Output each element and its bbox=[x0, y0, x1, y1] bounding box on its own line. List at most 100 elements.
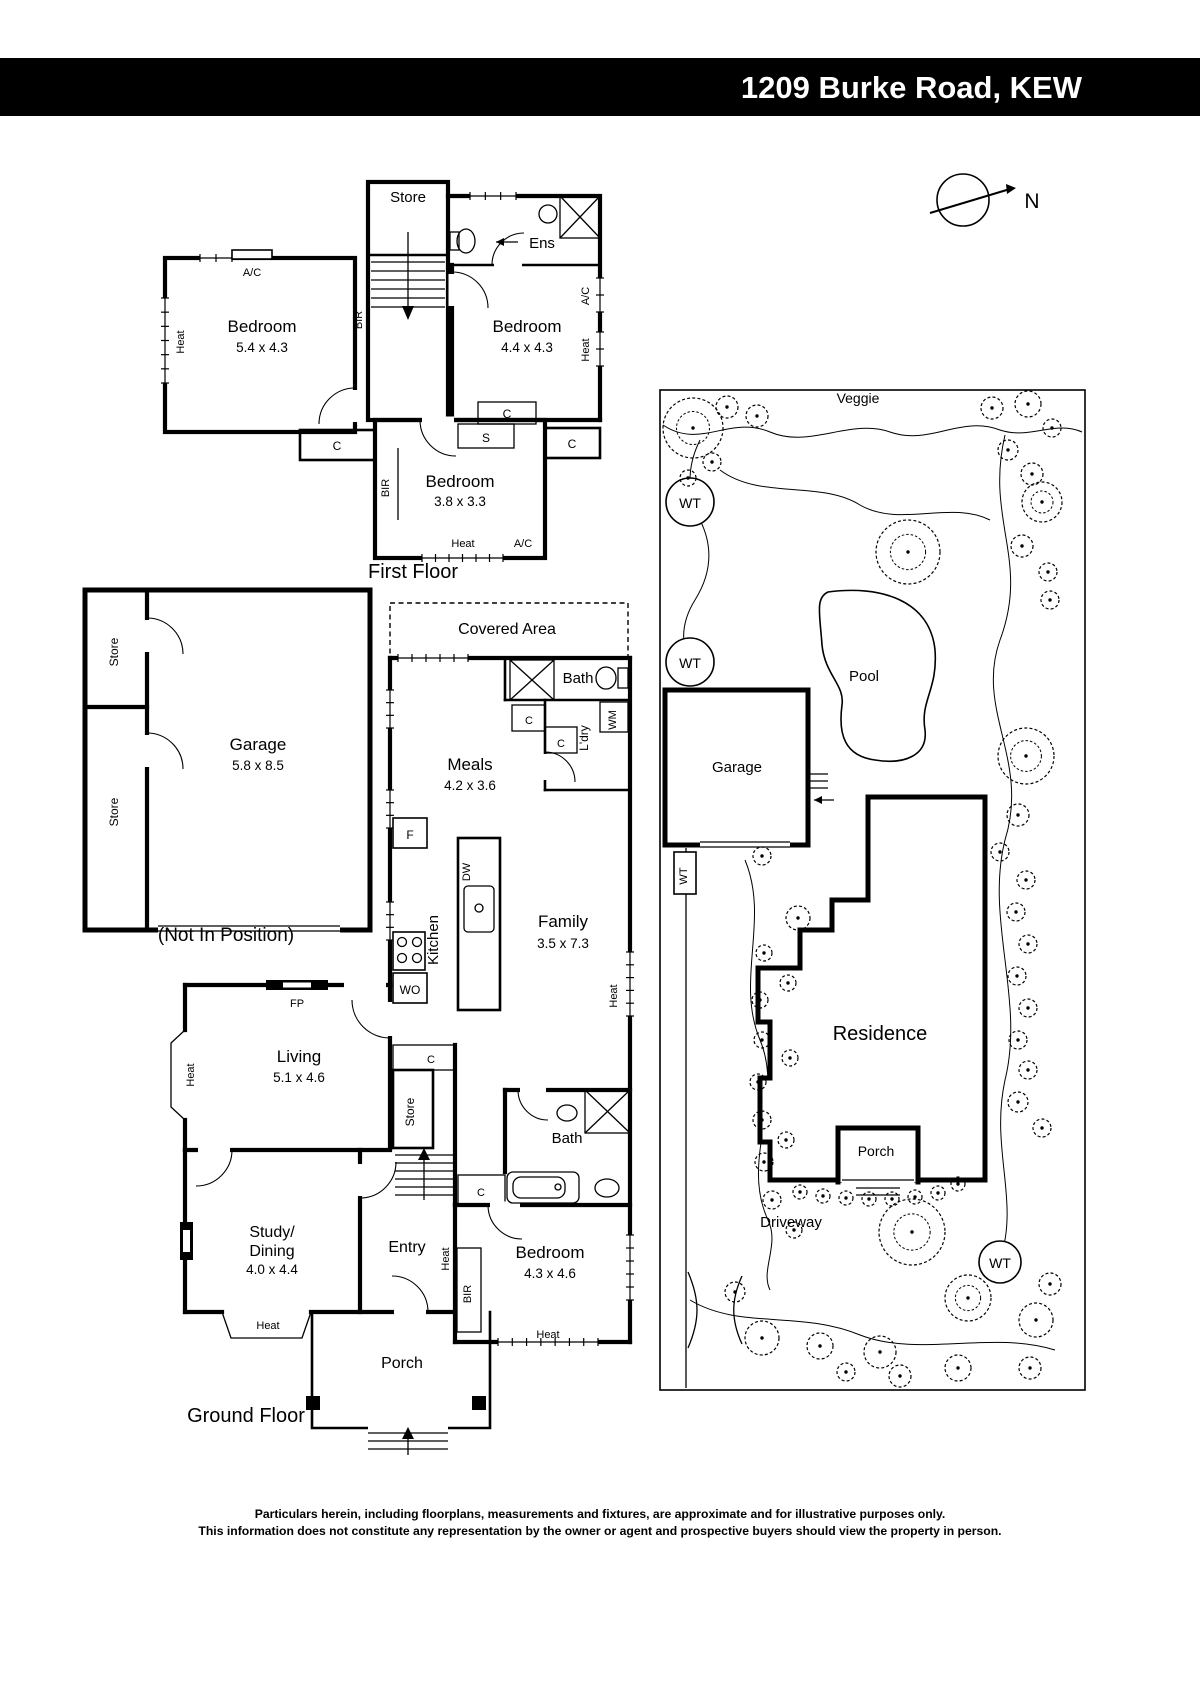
first-floor-title: First Floor bbox=[368, 561, 458, 583]
ff-heat-label: Heat bbox=[580, 338, 592, 361]
fixtures bbox=[180, 173, 1022, 1455]
wall-oven-box bbox=[392, 972, 428, 1004]
gf-meals-dims: 4.2 x 3.6 bbox=[444, 778, 496, 793]
water-tank bbox=[665, 477, 715, 527]
site-boundary bbox=[659, 389, 1086, 1391]
north-label: N bbox=[1024, 190, 1039, 213]
garage-store-label: Store bbox=[107, 637, 121, 666]
ff-bedroom3-label: Bedroom bbox=[426, 472, 495, 491]
veggie-label: Veggie bbox=[837, 390, 880, 406]
ff-bedroom2-dims: 4.4 x 4.3 bbox=[501, 340, 553, 355]
ff-bir-label: BIR bbox=[353, 311, 365, 329]
gf-fp-label: FP bbox=[290, 998, 304, 1010]
wt-label: WT bbox=[989, 1255, 1011, 1271]
ff-cupboard-label: C bbox=[568, 437, 577, 451]
pool-outline bbox=[818, 589, 937, 762]
porch-pillar bbox=[472, 1396, 486, 1410]
garage-entry-arrow bbox=[814, 796, 822, 804]
gf-living-dims: 5.1 x 4.6 bbox=[273, 1070, 325, 1085]
gf-dining-label: Dining bbox=[249, 1243, 294, 1260]
gf-bedroom-dims: 4.3 x 4.6 bbox=[524, 1266, 576, 1281]
gf-cupboard-label: C bbox=[427, 1054, 435, 1066]
skylight-box bbox=[559, 195, 601, 239]
gf-living-label: Living bbox=[277, 1047, 321, 1066]
ff-heat-label: Heat bbox=[175, 330, 187, 353]
gf-wm-label: WM bbox=[607, 710, 619, 730]
tap bbox=[474, 903, 484, 913]
gf-bath-label: Bath bbox=[563, 670, 594, 687]
compass-circle bbox=[936, 173, 990, 227]
kitchen-sink bbox=[463, 885, 495, 933]
ff-bir-label: BIR bbox=[380, 479, 392, 497]
toilet bbox=[595, 666, 617, 690]
driveway-label: Driveway bbox=[760, 1214, 822, 1231]
gf-heat-label: Heat bbox=[256, 1320, 279, 1332]
cooktop bbox=[392, 931, 426, 971]
ff-ac-label: A/C bbox=[243, 267, 261, 279]
header-background bbox=[0, 58, 1200, 116]
stairs-down-arrow bbox=[402, 306, 414, 320]
bathtub bbox=[506, 1171, 580, 1204]
north-arrow bbox=[1006, 184, 1016, 194]
gf-meals-label: Meals bbox=[447, 755, 492, 774]
gf-porch-label: Porch bbox=[381, 1355, 423, 1372]
gf-store-outline bbox=[391, 1068, 435, 1150]
footer-disclaimer-line2: This information does not constitute any… bbox=[198, 1524, 1001, 1538]
footer-disclaimer-line1: Particulars herein, including floorplans… bbox=[255, 1507, 946, 1521]
compass bbox=[929, 173, 1016, 227]
gf-laundry-label: L'dry bbox=[577, 725, 591, 751]
ff-ens-label: Ens bbox=[529, 235, 555, 252]
water-tank bbox=[665, 637, 715, 687]
garage-store-label: Store bbox=[107, 797, 121, 826]
ff-bedroom1-label: Bedroom bbox=[228, 317, 297, 336]
basin bbox=[556, 1104, 578, 1122]
toilet bbox=[594, 1178, 620, 1198]
porch-pillar bbox=[306, 1396, 320, 1410]
ens-arrow bbox=[496, 238, 504, 246]
gf-store-label: Store bbox=[403, 1097, 417, 1126]
site-porch-label: Porch bbox=[858, 1143, 895, 1159]
study-bay-window bbox=[221, 1311, 312, 1339]
porch-steps-arrow bbox=[402, 1427, 414, 1439]
gf-bedroom-label: Bedroom bbox=[516, 1243, 585, 1262]
wt-small-label: WT bbox=[678, 867, 690, 884]
wt-label: WT bbox=[679, 655, 701, 671]
gf-fridge-label: F bbox=[406, 828, 413, 842]
gf-family-label: Family bbox=[538, 912, 589, 931]
gf-bir-label: BIR bbox=[462, 1285, 474, 1303]
gf-kitchen-label: Kitchen bbox=[425, 915, 442, 965]
gf-study-dims: 4.0 x 4.4 bbox=[246, 1262, 298, 1277]
ac-unit bbox=[231, 249, 273, 260]
ff-heat-label: Heat bbox=[451, 538, 474, 550]
gf-fixtures bbox=[180, 659, 631, 1455]
laundry-cupboard bbox=[511, 704, 546, 732]
ff-ens-fixtures bbox=[231, 195, 601, 260]
garage-note: (Not In Position) bbox=[158, 925, 294, 946]
stairs-up-arrow bbox=[418, 1148, 430, 1160]
gf-cupboard-label: C bbox=[557, 738, 565, 750]
fridge-box bbox=[392, 817, 428, 849]
covered-area-label: Covered Area bbox=[458, 621, 556, 638]
garage-label: Garage bbox=[230, 735, 287, 754]
laundry-cupboard bbox=[544, 726, 578, 754]
trees bbox=[662, 390, 1063, 1388]
garage-dims: 5.8 x 8.5 bbox=[232, 758, 284, 773]
gf-entry-label: Entry bbox=[388, 1239, 425, 1256]
ff-closet-s bbox=[457, 423, 515, 449]
gf-study-label: Study/ bbox=[249, 1224, 295, 1241]
ground-floor-title: Ground Floor bbox=[187, 1405, 305, 1427]
gf-dw-label: DW bbox=[461, 862, 473, 881]
ff-cupboard-label: C bbox=[333, 439, 342, 453]
garden-edge-right bbox=[992, 434, 1013, 1261]
pool-label: Pool bbox=[849, 668, 879, 685]
ff-closet-left bbox=[298, 428, 377, 462]
gf-heat-label: Heat bbox=[440, 1247, 452, 1270]
gf-heat-label: Heat bbox=[536, 1329, 559, 1341]
page-title: 1209 Burke Road, KEW bbox=[741, 70, 1083, 105]
ff-cupboard-label: C bbox=[503, 407, 512, 421]
garden-edge-mid bbox=[719, 469, 991, 521]
water-tank bbox=[978, 1240, 1022, 1284]
washing-machine bbox=[599, 701, 629, 733]
site-fixtures bbox=[665, 477, 1022, 1284]
